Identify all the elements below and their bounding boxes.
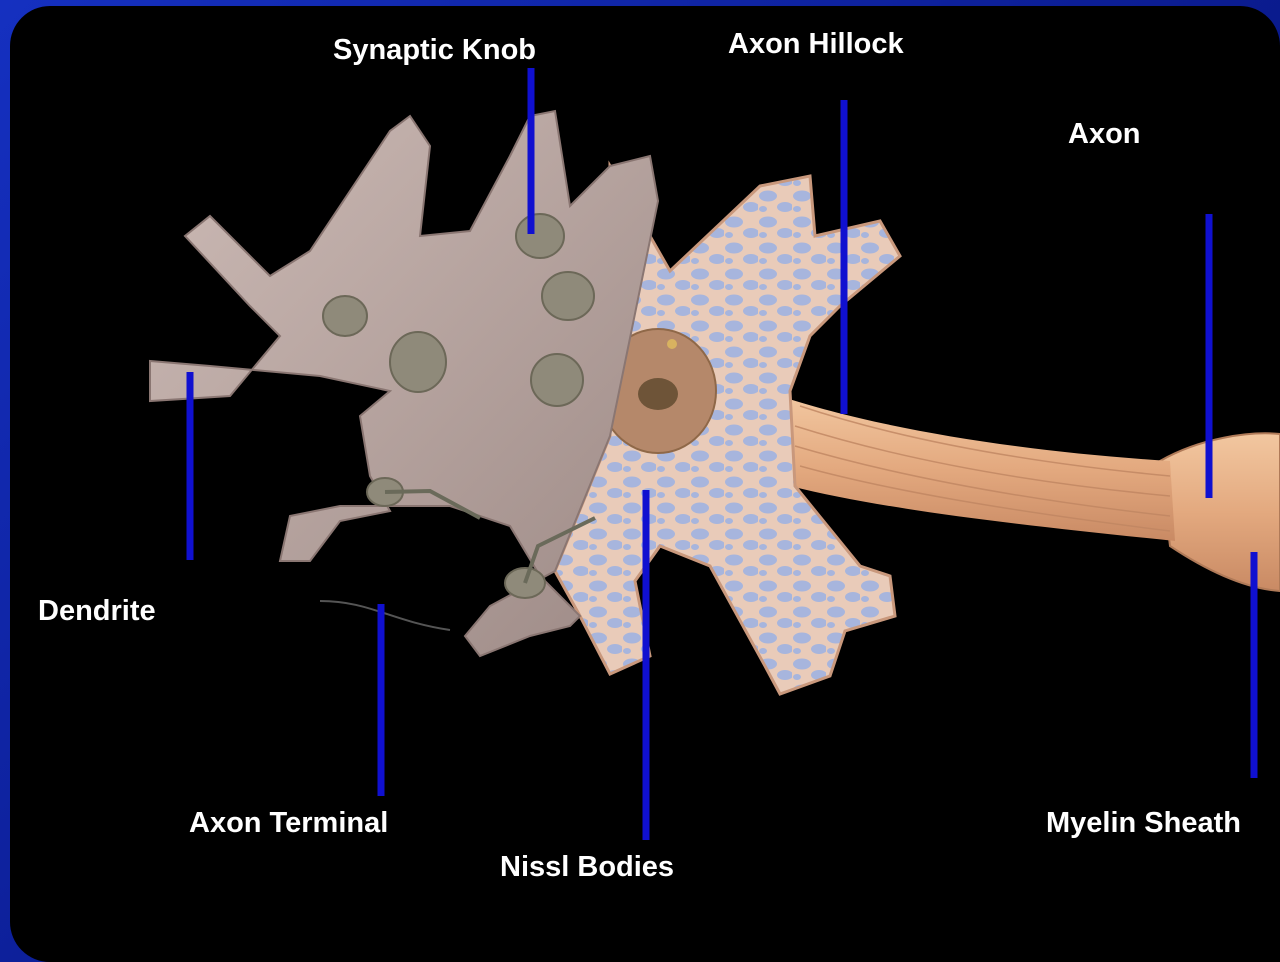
label-axon-terminal: Axon Terminal bbox=[189, 807, 388, 840]
label-dendrite: Dendrite bbox=[38, 595, 156, 628]
label-axon-hillock: Axon Hillock bbox=[728, 28, 904, 61]
synaptic-knob-4 bbox=[390, 332, 446, 392]
photo-area: Synaptic Knob Axon Hillock Axon Dendrite… bbox=[10, 6, 1280, 962]
synaptic-knob-1 bbox=[516, 214, 564, 258]
label-axon: Axon bbox=[1068, 118, 1141, 151]
label-myelin-sheath: Myelin Sheath bbox=[1046, 807, 1241, 840]
myelin-sheath-shape bbox=[1160, 433, 1280, 591]
label-synaptic-knob: Synaptic Knob bbox=[333, 34, 536, 67]
synaptic-knob-2 bbox=[542, 272, 594, 320]
synaptic-knob-3 bbox=[323, 296, 367, 336]
label-nissl-bodies: Nissl Bodies bbox=[500, 851, 674, 884]
synaptic-knob-5 bbox=[531, 354, 583, 406]
